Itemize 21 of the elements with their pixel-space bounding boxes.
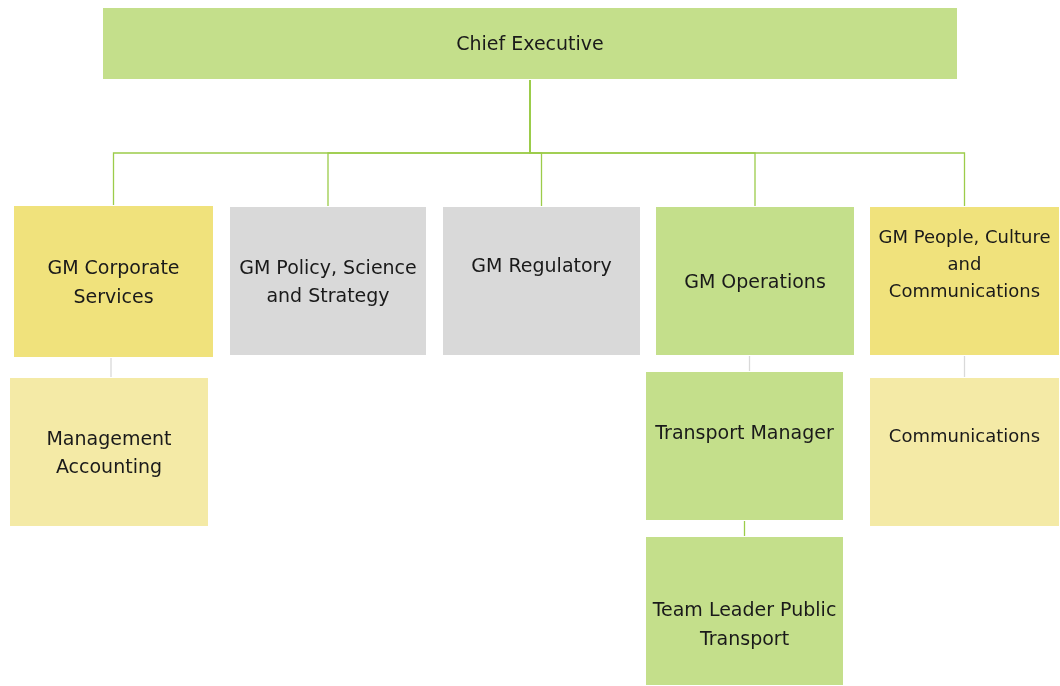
org-box	[13, 205, 214, 358]
org-box	[229, 206, 427, 356]
org-box	[645, 536, 844, 686]
org-box	[645, 371, 844, 521]
org-box	[655, 206, 855, 356]
org-box	[9, 377, 209, 527]
role-title: GM People, Culture and Communications	[877, 225, 1052, 303]
role-title: Chief Executive	[456, 31, 604, 57]
org-box	[869, 377, 1060, 527]
role-title: Communications	[888, 424, 1041, 448]
role-title: GM Operations	[684, 268, 826, 294]
role-title: Team Leader Public Transport	[652, 597, 837, 651]
org-box	[102, 7, 958, 80]
role-title: GM Corporate Services	[46, 255, 181, 309]
org-box	[869, 206, 1060, 356]
role-title: Transport Manager	[655, 420, 834, 445]
role-title: Management Accounting	[45, 425, 173, 479]
role-title: GM Policy, Science and Strategy	[238, 254, 418, 308]
org-box	[442, 206, 641, 356]
connector-line	[963, 355, 966, 378]
role-title: GM Regulatory	[471, 253, 612, 278]
